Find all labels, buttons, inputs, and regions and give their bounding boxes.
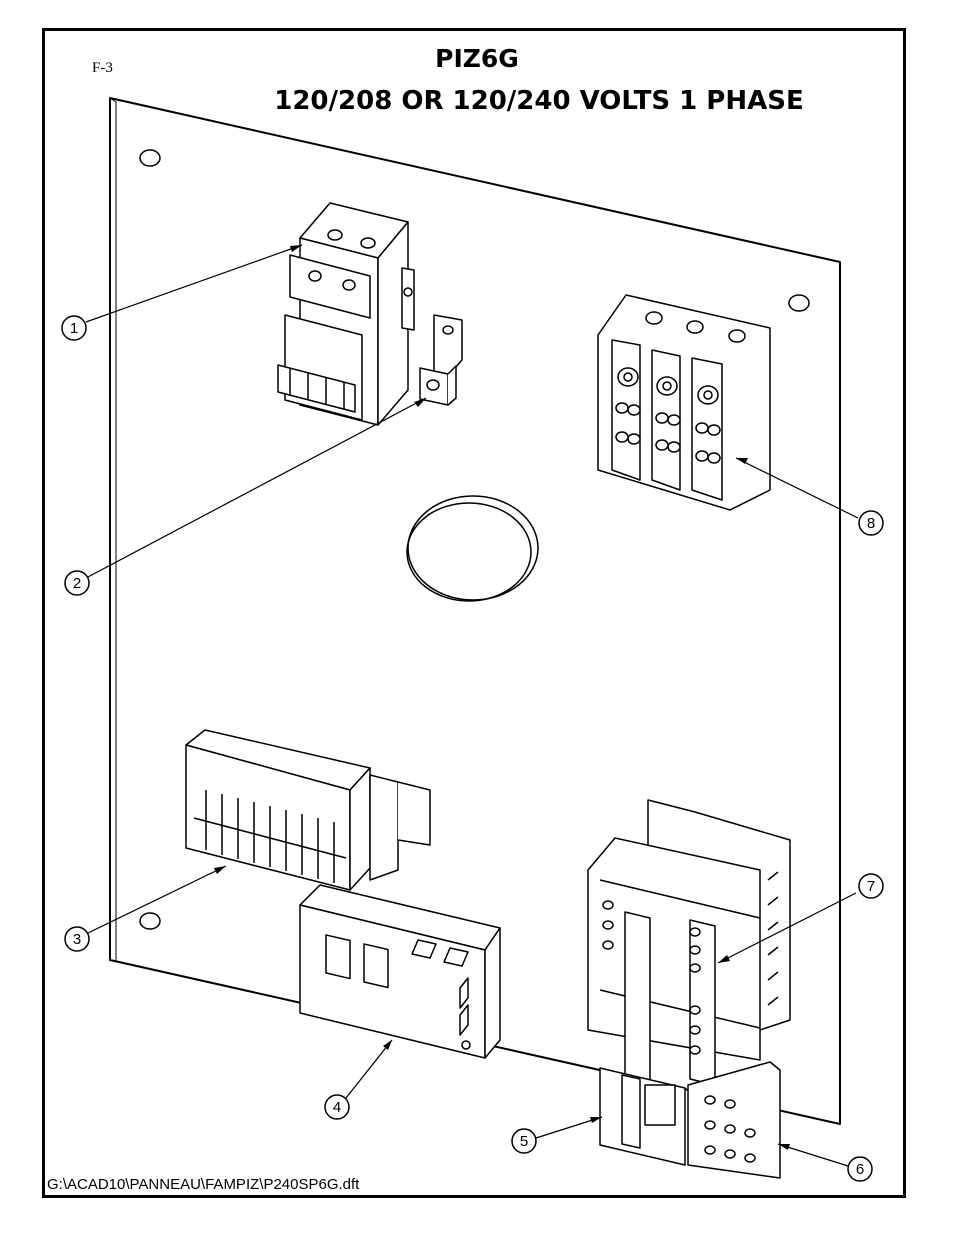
- callout-label: 3: [73, 931, 81, 948]
- contactor: [587, 799, 791, 1086]
- callout-label: 4: [333, 1099, 341, 1116]
- control-board: [299, 884, 501, 1059]
- callout-2: 2: [64, 570, 90, 596]
- leader-arrows: [214, 245, 790, 1150]
- callout-label: 7: [867, 878, 875, 895]
- callout-6: 6: [847, 1156, 873, 1182]
- ground-lug: [419, 314, 463, 406]
- drawing-frame: [42, 28, 906, 1198]
- callout-label: 2: [73, 575, 81, 592]
- terminal-strip: [185, 729, 431, 891]
- mounting-hole: [139, 912, 161, 930]
- callout-7: 7: [858, 873, 884, 899]
- mounting-hole: [139, 149, 161, 167]
- knockout-hole: [407, 495, 539, 601]
- distribution-block: [597, 294, 771, 511]
- callout-4: 4: [324, 1094, 350, 1120]
- overload-relay: [599, 1061, 781, 1179]
- callout-5: 5: [511, 1128, 537, 1154]
- callout-label: 8: [867, 515, 875, 532]
- drawing-title: PIZ6G: [435, 44, 519, 73]
- circuit-breaker: [277, 202, 415, 426]
- callout-label: 6: [856, 1161, 864, 1178]
- page-reference: F-3: [92, 60, 113, 76]
- callout-8: 8: [858, 510, 884, 536]
- mounting-hole: [788, 294, 810, 312]
- callout-label: 5: [520, 1133, 528, 1150]
- callout-1: 1: [61, 315, 87, 341]
- callout-3: 3: [64, 926, 90, 952]
- callout-label: 1: [70, 320, 78, 337]
- file-path: G:\ACAD10\PANNEAU\FAMPIZ\P240SP6G.dft: [47, 1176, 360, 1193]
- leader-lines: [85, 244, 859, 1167]
- drawing-subtitle: 120/208 OR 120/240 VOLTS 1 PHASE: [274, 86, 804, 116]
